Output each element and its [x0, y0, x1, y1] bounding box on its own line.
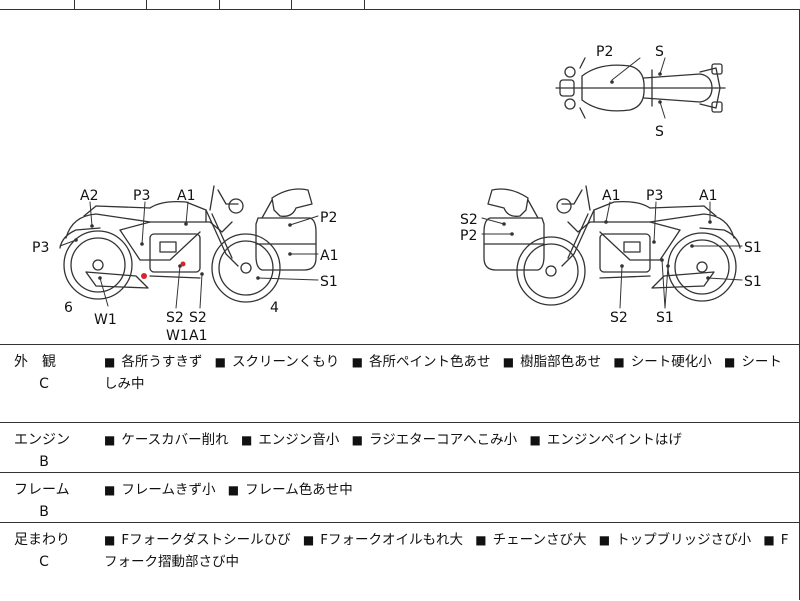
left-label-a2: A2	[80, 188, 98, 204]
section-grade: C	[39, 554, 49, 570]
left-label-w1-b: W1	[166, 328, 189, 344]
square-bullet-icon: ■	[104, 483, 116, 497]
condition-item: ■トップブリッジさび小	[598, 532, 752, 548]
section-grade: B	[39, 504, 49, 520]
condition-item: ■エンジンペイントはげ	[529, 432, 682, 448]
square-bullet-icon: ■	[302, 533, 315, 547]
right-label-p2-side: P2	[460, 228, 477, 244]
left-label-a1-side: A1	[320, 248, 338, 264]
square-bullet-icon: ■	[475, 533, 487, 547]
square-bullet-icon: ■	[240, 433, 253, 447]
square-bullet-icon: ■	[502, 355, 515, 369]
left-label-a1-top: A1	[177, 188, 195, 204]
section-category: エンジン	[14, 432, 70, 448]
left-label-s1: S1	[320, 274, 338, 290]
square-bullet-icon: ■	[104, 433, 116, 447]
condition-item: ■スクリーンくもり	[214, 354, 340, 370]
square-bullet-icon: ■	[351, 433, 363, 447]
condition-item: ■Fフォーク摺動部さび中	[104, 532, 789, 570]
square-bullet-icon: ■	[104, 533, 116, 547]
left-label-p3-top: P3	[133, 188, 150, 204]
square-bullet-icon: ■	[351, 355, 363, 369]
condition-item: ■シートしみ中	[104, 354, 782, 392]
condition-item: ■フレーム色あせ中	[227, 482, 353, 498]
left-label-6: 6	[64, 300, 73, 316]
section-items: ■ケースカバー削れ ■エンジン音小 ■ラジエターコアへこみ小 ■エンジンペイント…	[104, 429, 790, 451]
section-category: フレーム	[14, 482, 70, 498]
condition-item: ■フレームきず小	[104, 482, 216, 498]
condition-item: ■チェーンさび大	[475, 532, 587, 548]
right-label-s2-bottom: S2	[610, 310, 628, 326]
left-label-w1: W1	[94, 312, 117, 328]
section-items: ■各所うすきず ■スクリーンくもり ■各所ペイント色あせ ■樹脂部色あせ ■シー…	[104, 351, 790, 395]
left-label-s2-a: S2	[166, 310, 184, 326]
section-exterior: 外 観 C ■各所うすきず ■スクリーンくもり ■各所ペイント色あせ ■樹脂部色…	[0, 344, 800, 423]
right-label-a1-top-left: A1	[602, 188, 620, 204]
section-items: ■フレームきず小 ■フレーム色あせ中	[104, 479, 790, 501]
condition-item: ■樹脂部色あせ	[502, 354, 602, 370]
right-label-s2-side: S2	[460, 212, 478, 228]
condition-item: ■ケースカバー削れ	[104, 432, 229, 448]
condition-item: ■Fフォークダストシールひび	[104, 532, 291, 548]
condition-item: ■エンジン音小	[240, 432, 340, 448]
section-suspension: 足まわり C ■Fフォークダストシールひび ■Fフォークオイルもれ大 ■チェーン…	[0, 522, 800, 601]
condition-item: ■シート硬化小	[613, 354, 712, 370]
left-label-a1-b: A1	[189, 328, 207, 344]
section-frame: フレーム B ■フレームきず小 ■フレーム色あせ中	[0, 472, 800, 523]
header-table-remnant	[0, 0, 800, 10]
leader-lines	[59, 57, 743, 309]
right-label-s1-bottom: S1	[656, 310, 674, 326]
square-bullet-icon: ■	[529, 433, 541, 447]
top-view-motorcycle	[555, 57, 726, 119]
condition-item: ■ラジエターコアへこみ小	[351, 432, 518, 448]
square-bullet-icon: ■	[214, 355, 226, 369]
top-label-s-upper: S	[655, 44, 664, 60]
square-bullet-icon: ■	[598, 533, 611, 547]
condition-item: ■各所うすきず	[104, 354, 203, 370]
right-label-p3: P3	[646, 188, 663, 204]
square-bullet-icon: ■	[104, 355, 116, 369]
left-label-p2: P2	[320, 210, 337, 226]
section-category: 足まわり	[14, 532, 70, 548]
right-label-a1-top-right: A1	[699, 188, 717, 204]
square-bullet-icon: ■	[724, 355, 736, 369]
motorcycle-diagram-svg: P2 S S A2 P3 A1 P3 P2 A1 S1 6 W1 S2 S2 W…	[32, 44, 762, 344]
right-side-motorcycle	[483, 185, 741, 306]
left-label-s2-b: S2	[189, 310, 207, 326]
top-label-p2: P2	[596, 44, 613, 60]
right-label-s1-b: S1	[744, 274, 762, 290]
condition-item: ■Fフォークオイルもれ大	[302, 532, 463, 548]
condition-item: ■各所ペイント色あせ	[351, 354, 491, 370]
section-grade: C	[39, 376, 49, 392]
left-label-4: 4	[270, 300, 279, 316]
section-category: 外 観	[14, 354, 56, 370]
square-bullet-icon: ■	[227, 483, 240, 497]
left-label-p3-side: P3	[32, 240, 49, 256]
right-label-s1-a: S1	[744, 240, 762, 256]
square-bullet-icon: ■	[613, 355, 625, 369]
section-engine: エンジン B ■ケースカバー削れ ■エンジン音小 ■ラジエターコアへこみ小 ■エ…	[0, 422, 800, 473]
section-grade: B	[39, 454, 49, 470]
red-damage-marks	[141, 261, 186, 279]
top-label-s-lower: S	[655, 124, 664, 140]
square-bullet-icon: ■	[763, 533, 775, 547]
section-items: ■Fフォークダストシールひび ■Fフォークオイルもれ大 ■チェーンさび大 ■トッ…	[104, 529, 790, 573]
damage-diagram: P2 S S A2 P3 A1 P3 P2 A1 S1 6 W1 S2 S2 W…	[0, 10, 800, 344]
